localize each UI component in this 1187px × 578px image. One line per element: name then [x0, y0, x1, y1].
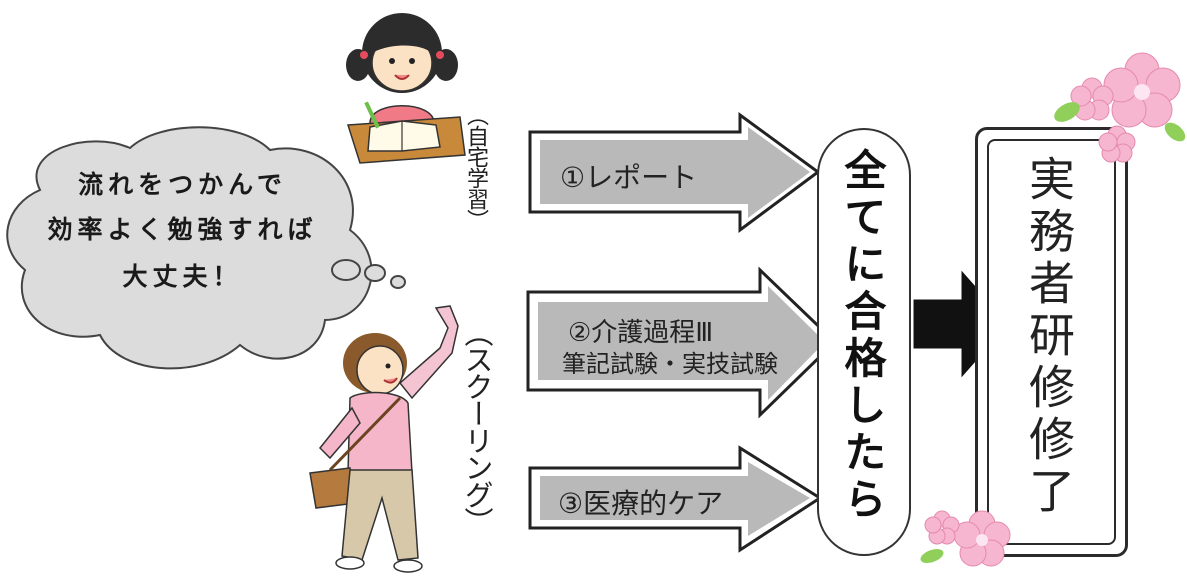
thought-dot-medium	[364, 264, 386, 282]
woman-shirt	[347, 391, 413, 474]
bubble-line-3: 大丈夫！	[122, 262, 243, 291]
blossom-lower	[1098, 125, 1136, 163]
girl-bangs	[372, 32, 432, 53]
woman-mouth	[383, 377, 398, 384]
leaf-bottom	[920, 549, 944, 563]
step-3-label: ③医療的ケア	[558, 487, 724, 520]
waving-woman-illustration	[309, 305, 459, 573]
bag-strap	[328, 396, 402, 472]
studying-girl-illustration	[346, 13, 466, 164]
arrow-1-fill	[540, 127, 810, 218]
girl-hair-tie-left	[360, 51, 368, 59]
cherry-blossoms-bottom	[920, 510, 1011, 567]
blossom-bottom-2	[924, 510, 960, 545]
woman-face	[356, 345, 404, 395]
bubble-line-1: 流れをつかんで	[78, 170, 287, 199]
all-passed-text: 全てに合格したら	[838, 148, 887, 524]
thought-bubble-text: 流れをつかんで 効率よく勉強すれば 大丈夫！	[10, 165, 355, 305]
step-2-label-line-2: 筆記試験・実技試験	[562, 350, 778, 378]
arrow-2-fill	[538, 286, 825, 400]
home-study-label: （自宅学習）	[463, 104, 488, 230]
thought-bubble	[6, 126, 406, 370]
blossom-bottom-1	[953, 510, 1011, 567]
blossom-large	[1103, 52, 1181, 128]
girl-mouth	[394, 74, 410, 80]
blossom-small	[1070, 77, 1114, 121]
pencil	[364, 101, 380, 129]
completion-box: 実務者研修修了	[975, 127, 1128, 557]
cherry-blossoms-top	[1054, 52, 1186, 163]
completion-text: 実務者研修修了	[1022, 155, 1076, 519]
leaf-left	[1054, 102, 1080, 122]
all-passed-column: 全てに合格したら	[817, 128, 911, 556]
woman-eye	[385, 363, 391, 369]
woman-pants	[341, 469, 419, 561]
thought-bubble-cloud	[6, 126, 373, 370]
completion-box-inner-border: 実務者研修修了	[987, 139, 1116, 545]
woman-shoe-right	[393, 559, 423, 573]
girl-eye-left	[389, 58, 395, 64]
girl-hair-tie-right	[436, 51, 444, 59]
step-2-label-line-1: ②介護過程Ⅲ	[568, 318, 714, 348]
arrow-3-fill	[540, 462, 810, 536]
thought-dot-small	[390, 275, 406, 289]
girl-eye-right	[409, 58, 415, 64]
bubble-line-2: 効率よく勉強すれば	[47, 215, 318, 244]
leaf-right	[1164, 122, 1186, 142]
schooling-label: （スクーリング）	[460, 318, 494, 534]
step-arrows	[526, 112, 838, 553]
woman-lower-arm	[318, 406, 361, 460]
woman-shoe-left	[335, 556, 365, 570]
woman-raised-arm	[398, 305, 459, 400]
thought-dot-large	[331, 259, 361, 281]
step-1-label: ①レポート	[560, 161, 698, 194]
